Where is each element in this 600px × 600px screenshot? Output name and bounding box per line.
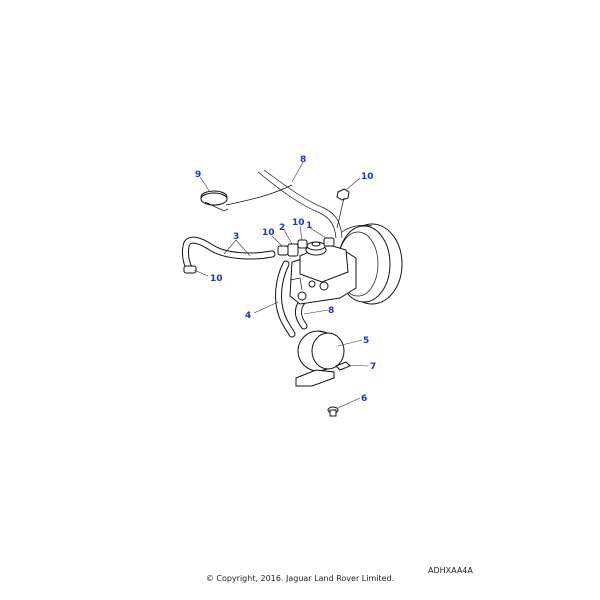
connector-2: [277, 243, 299, 257]
callout-4: 4: [245, 311, 251, 321]
bolt-6: [327, 406, 339, 417]
vacuum-hose-3: [182, 236, 276, 274]
hose-clip-9: [200, 190, 229, 212]
callout-6: 6: [361, 394, 367, 404]
callout-8-top: 8: [300, 155, 306, 165]
callout-10-bottom: 10: [210, 274, 223, 284]
vacuum-tank-5: [297, 330, 345, 372]
vacuum-hose-8-bottom: [294, 298, 308, 330]
callout-1: 1: [306, 221, 312, 231]
mounting-bracket-7: [295, 361, 351, 387]
callout-10-mid: 10: [292, 218, 305, 228]
leader-lines: [193, 161, 369, 409]
brake-servo-assembly: [289, 223, 403, 305]
callout-2: 2: [279, 223, 285, 233]
hose-clip-10-top-right: [336, 188, 350, 229]
callout-3: 3: [233, 232, 239, 242]
diagram-reference-code: ADHXAA4A: [428, 566, 473, 575]
hose-clip-10-mid: [297, 239, 308, 249]
vacuum-hose-8-top: [225, 169, 343, 239]
callout-9: 9: [195, 170, 201, 180]
callout-5: 5: [363, 336, 369, 346]
copyright-notice: © Copyright, 2016. Jaguar Land Rover Lim…: [205, 574, 395, 583]
callout-labels: 8 9 10 3 10 2 10 1 10 4 8 5 7 6: [195, 155, 376, 404]
vacuum-hose-4: [275, 260, 296, 338]
callout-8-bottom: 8: [328, 306, 334, 316]
callout-10-top-right: 10: [361, 172, 374, 182]
callout-10-mid-left: 10: [262, 228, 275, 238]
callout-7: 7: [370, 362, 376, 372]
hose-clip-10-left: [183, 265, 197, 274]
